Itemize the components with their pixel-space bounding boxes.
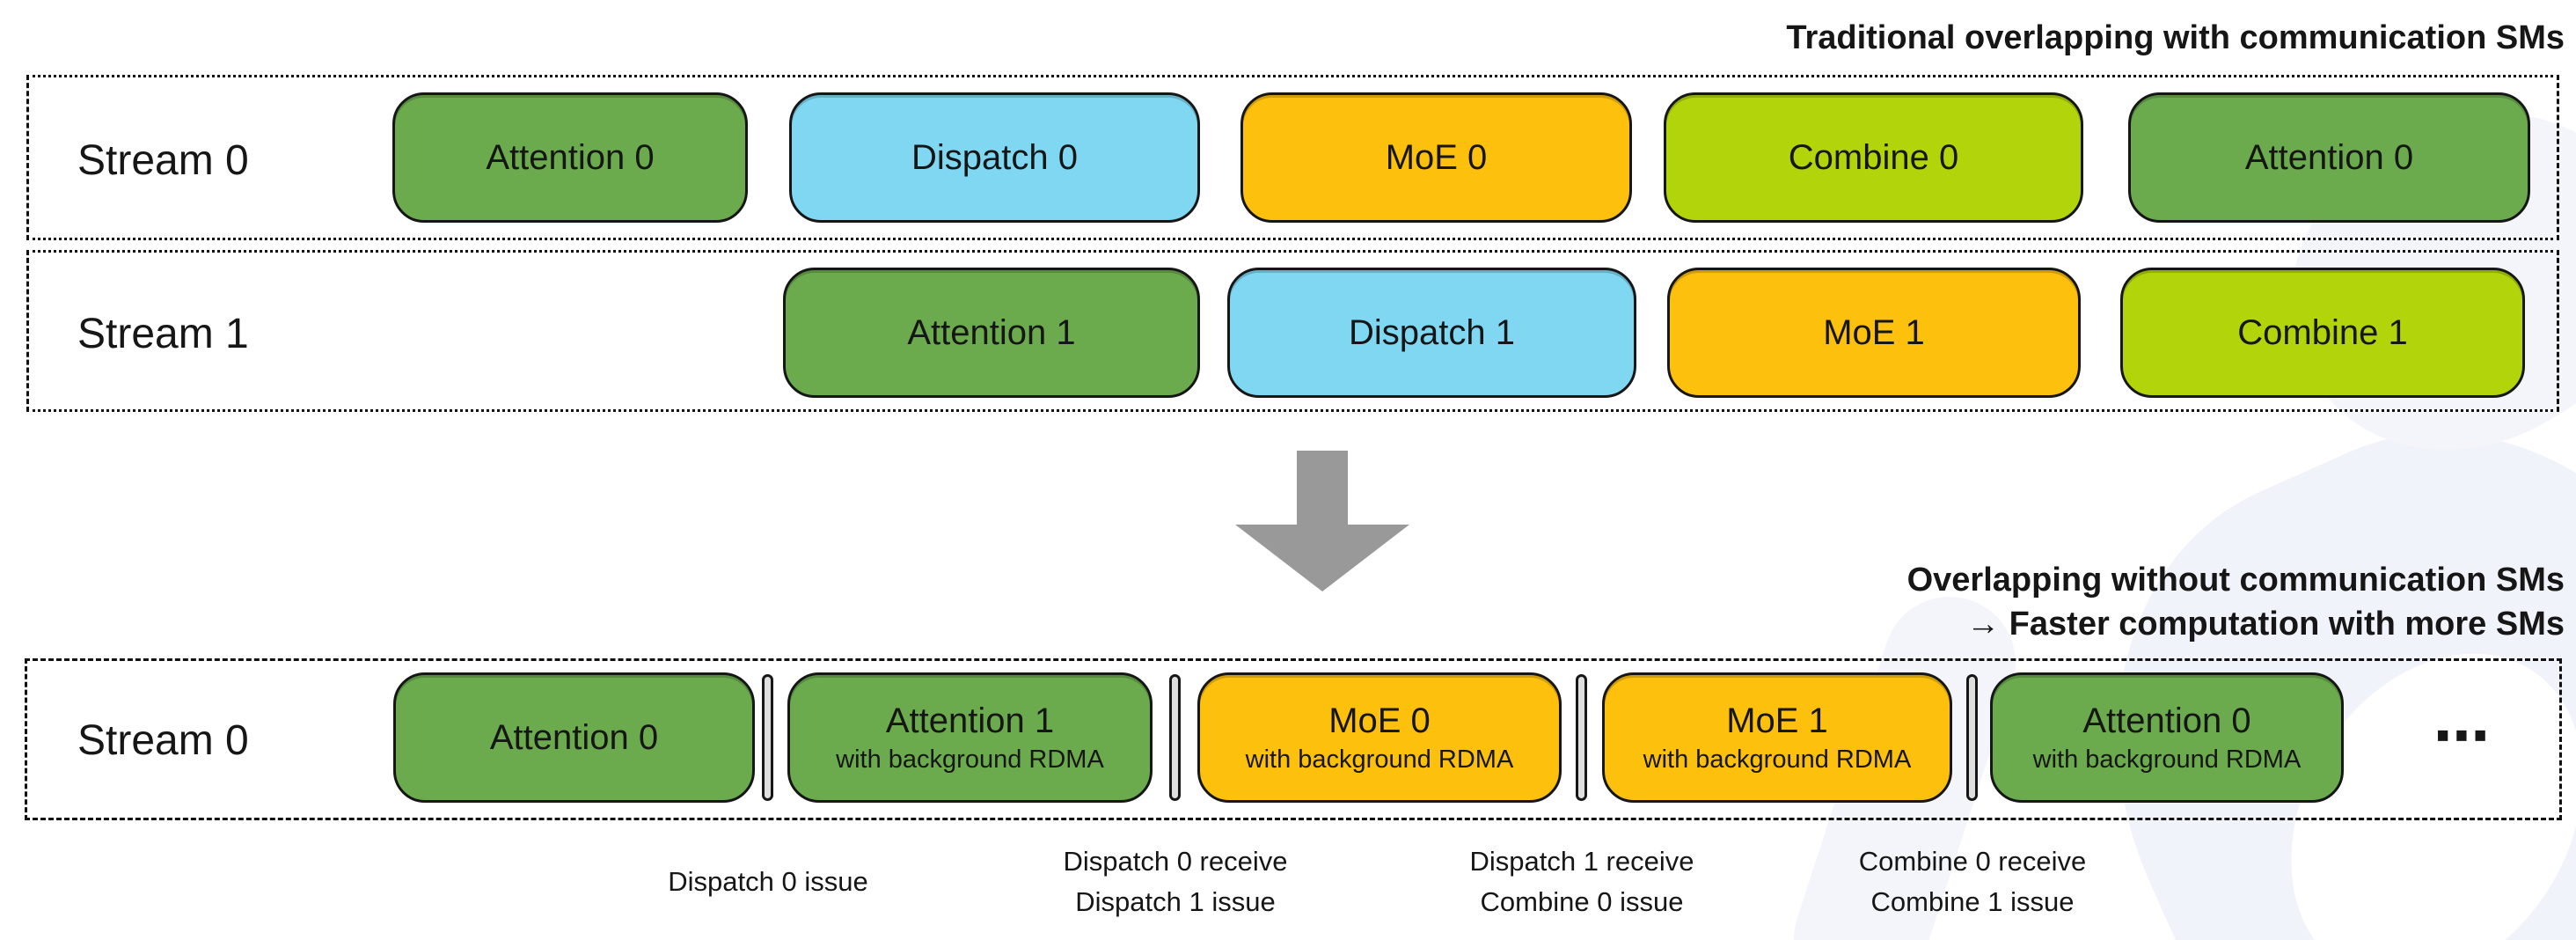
block-attention-2-4: Attention 0 with background RDMA xyxy=(1990,672,2344,803)
block-title: Attention 1 xyxy=(885,701,1055,740)
block-title: Combine 0 xyxy=(1788,138,1959,177)
annotation-label-0: Dispatch 0 issue xyxy=(557,862,979,902)
block-title: Attention 0 xyxy=(486,138,655,177)
annotation-line: Dispatch 1 receive xyxy=(1469,846,1694,877)
annotation-line: Combine 0 receive xyxy=(1858,846,2087,877)
block-title: MoE 0 xyxy=(1385,138,1488,177)
block-title: Dispatch 0 xyxy=(911,138,1078,177)
block-subtitle: with background RDMA xyxy=(836,745,1104,774)
annotation-line: Dispatch 0 issue xyxy=(668,866,868,897)
stream0-fused-label: Stream 0 xyxy=(77,717,249,764)
block-subtitle: with background RDMA xyxy=(2032,745,2302,774)
stream-separator-1 xyxy=(1169,674,1181,801)
annotation-line: Combine 0 issue xyxy=(1480,886,1684,917)
block-attention-2-0: Attention 0 xyxy=(393,672,755,803)
block-title: MoE 1 xyxy=(1726,701,1828,740)
bottom-section-title-line1: Overlapping without communication SMs xyxy=(1906,562,2565,599)
stream1-row-traditional xyxy=(26,250,2559,412)
stream0-label: Stream 0 xyxy=(77,137,249,184)
continuation-ellipsis: ⋯ xyxy=(2433,704,2493,767)
block-subtitle: with background RDMA xyxy=(1245,745,1514,774)
block-moe-1-2: MoE 1 xyxy=(1667,268,2081,398)
stream-separator-2 xyxy=(1576,674,1587,801)
block-moe-0-2: MoE 0 xyxy=(1240,92,1632,223)
stream-separator-0 xyxy=(762,674,773,801)
block-title: MoE 1 xyxy=(1823,313,1925,352)
down-arrow-shaft xyxy=(1297,451,1348,526)
block-subtitle: with background RDMA xyxy=(1643,745,1912,774)
block-dispatch-0-1: Dispatch 0 xyxy=(789,92,1200,223)
bottom-section-title: Overlapping without communication SMs → … xyxy=(1907,558,2565,646)
block-title: Attention 0 xyxy=(2082,701,2251,740)
block-title: MoE 0 xyxy=(1328,701,1431,740)
annotation-line: Dispatch 1 issue xyxy=(1075,886,1276,917)
block-combine-0-3: Combine 0 xyxy=(1664,92,2083,223)
block-title: Attention 0 xyxy=(489,718,659,757)
stream1-label: Stream 1 xyxy=(77,311,249,357)
block-title: Combine 1 xyxy=(2237,313,2408,352)
block-attention-0-0: Attention 0 xyxy=(392,92,748,223)
block-attention-1-0: Attention 1 xyxy=(783,268,1200,398)
stream0-row-traditional xyxy=(26,75,2559,240)
stream0-row-fused xyxy=(25,658,2562,820)
block-title: Attention 1 xyxy=(907,313,1076,352)
stream-separator-3 xyxy=(1966,674,1978,801)
block-combine-1-3: Combine 1 xyxy=(2120,268,2525,398)
block-attention-2-1: Attention 1 with background RDMA xyxy=(787,672,1153,803)
annotation-line: Combine 1 issue xyxy=(1870,886,2075,917)
annotation-line: Dispatch 0 receive xyxy=(1063,846,1288,877)
down-arrow-icon xyxy=(1235,525,1409,591)
block-moe-2-2: MoE 0 with background RDMA xyxy=(1197,672,1562,803)
block-title: Dispatch 1 xyxy=(1349,313,1515,352)
bottom-section-title-line2: → Faster computation with more SMs xyxy=(1966,606,2565,643)
block-dispatch-1-1: Dispatch 1 xyxy=(1227,268,1636,398)
block-moe-2-3: MoE 1 with background RDMA xyxy=(1602,672,1952,803)
block-title: Attention 0 xyxy=(2244,138,2414,177)
block-attention-0-4: Attention 0 xyxy=(2128,92,2530,223)
top-section-title: Traditional overlapping with communicati… xyxy=(1786,19,2565,56)
